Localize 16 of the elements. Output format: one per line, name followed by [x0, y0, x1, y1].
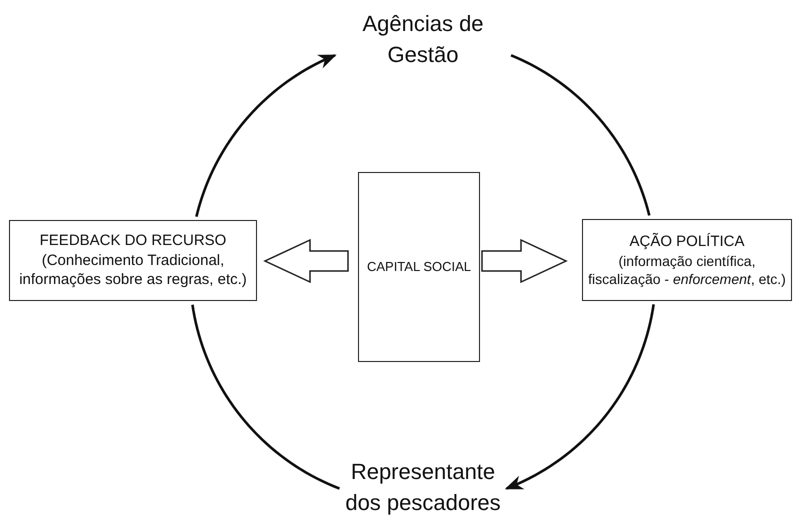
block-arrow: [263, 238, 349, 284]
node-label: Agências de Gestão: [361, 10, 485, 69]
box-text: (Conhecimento Tradicional, informações sobre as regras, etc.): [18, 250, 248, 290]
curved-line: [191, 304, 340, 490]
curved-arrow: [504, 304, 655, 490]
box-heading: AÇÃO POLÍTICA: [629, 232, 745, 252]
curved-arrow: [195, 54, 337, 218]
curved-line: [510, 54, 651, 216]
info-box: [582, 219, 792, 301]
center-box: [358, 172, 480, 362]
box-text: CAPITAL SOCIAL: [366, 258, 472, 276]
box-text: (informação científica, fiscalização - enforcement, etc.): [587, 252, 787, 288]
node-label: Representante dos pescadores: [344, 458, 502, 517]
info-box: [9, 220, 257, 301]
box-heading: FEEDBACK DO RECURSO: [40, 231, 226, 251]
block-arrow: [481, 238, 568, 284]
